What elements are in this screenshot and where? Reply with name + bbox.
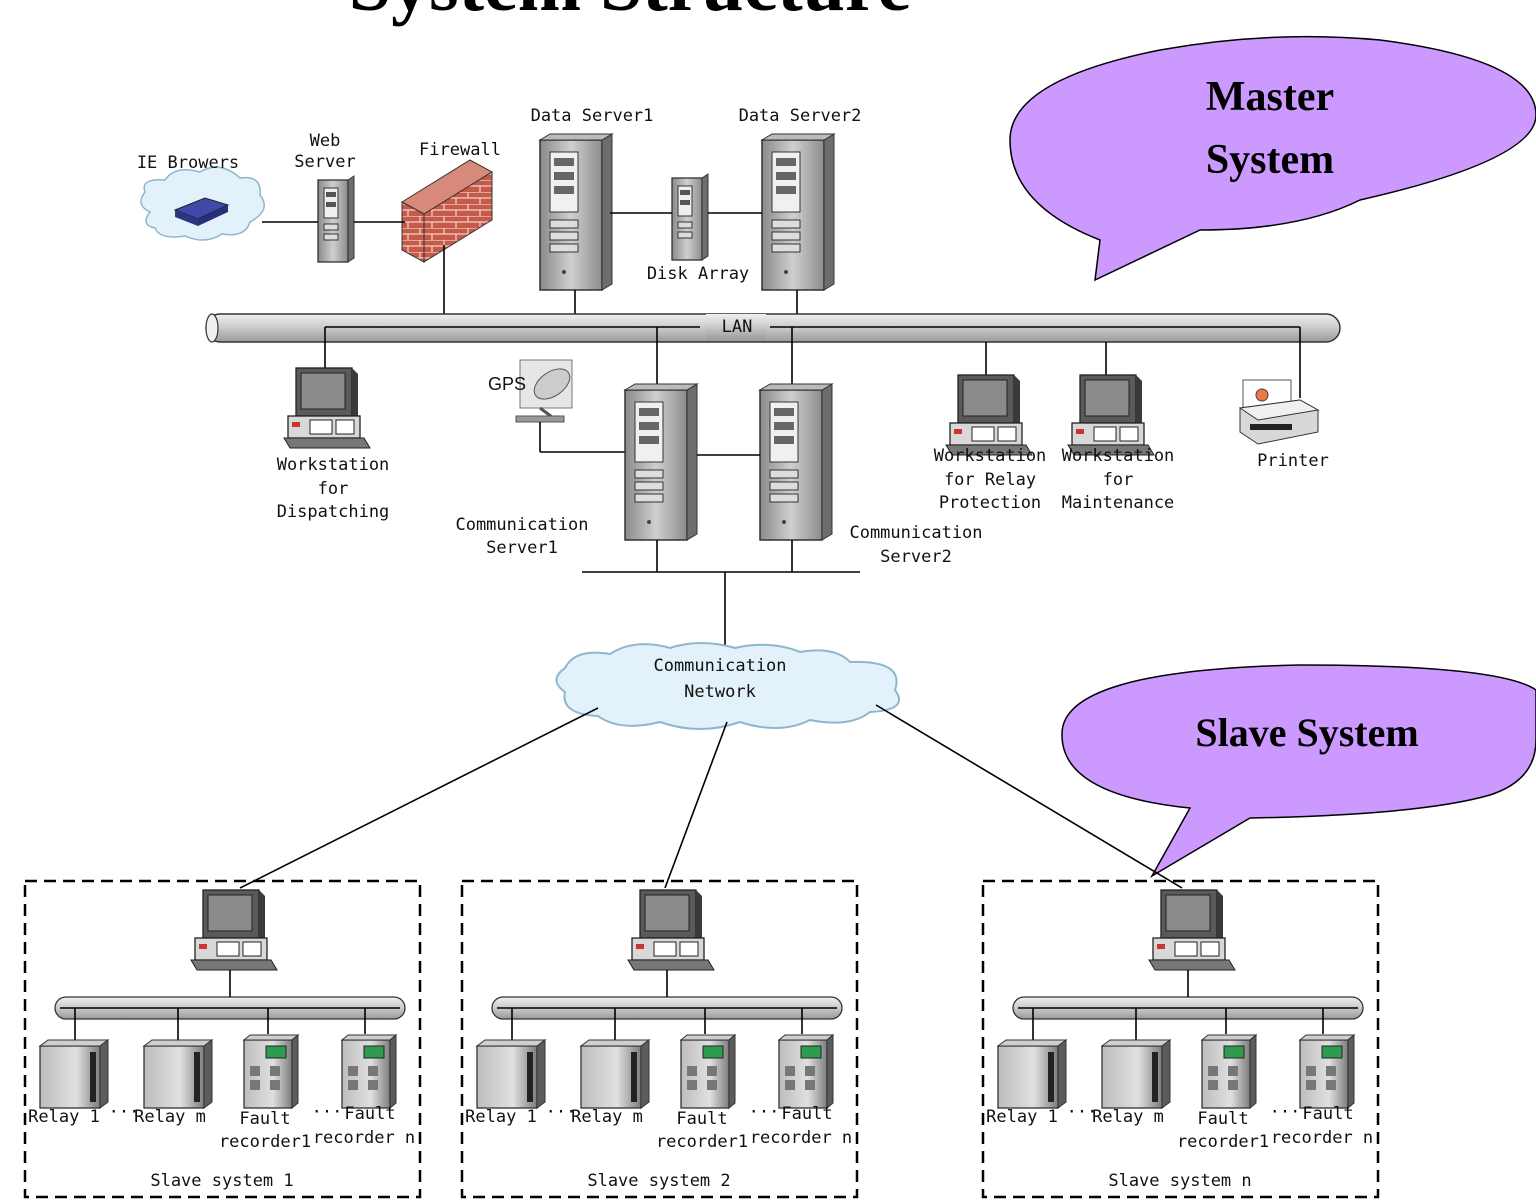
page-title: System Structure xyxy=(349,0,911,27)
firewall-label: Firewall xyxy=(419,140,501,160)
data-server2-label: Data Server2 xyxy=(739,106,862,126)
data-server1-icon xyxy=(539,133,613,291)
comm-lower-bus xyxy=(582,540,860,660)
master-callout-line2: System xyxy=(1206,137,1334,183)
communication-network-cloud xyxy=(555,642,901,730)
slaven-faultn-b: recorder n xyxy=(1271,1128,1373,1148)
master-callout-line1: Master xyxy=(1206,74,1334,120)
ws-relay-line1: Workstation xyxy=(934,446,1047,466)
slaven-name: Slave system n xyxy=(1108,1171,1251,1191)
slave2-fault1-a: Fault xyxy=(676,1109,727,1129)
slave1-ellipsis-b: ··· xyxy=(312,1102,343,1122)
master-system-callout: Master System xyxy=(1009,35,1536,282)
slave2-relay1: Relay 1 xyxy=(465,1107,537,1127)
web-server-label-2: Server xyxy=(294,152,355,172)
slaven-fault1-b: recorder1 xyxy=(1177,1132,1269,1152)
workstation-maintenance-icon xyxy=(1067,374,1155,456)
ie-browsers-label: IE Browers xyxy=(137,153,239,173)
comm-network-line1: Communication xyxy=(653,656,786,676)
ws-relay-line2: for Relay xyxy=(944,470,1036,490)
comm-server1-line1: Communication xyxy=(455,515,588,535)
workstation-dispatching-icon xyxy=(283,367,371,449)
comm-server2-icon xyxy=(759,383,833,541)
slave1-ellipsis-a: ··· xyxy=(109,1102,140,1122)
ws-relay-line3: Protection xyxy=(939,493,1041,513)
slave1-faultn-a: Fault xyxy=(344,1104,395,1124)
comm-server2-line2: Server2 xyxy=(880,547,952,567)
firewall-icon xyxy=(401,159,493,263)
ws-dispatch-line1: Workstation xyxy=(277,455,390,475)
gps-icon xyxy=(515,359,573,423)
data-server2-icon xyxy=(761,133,835,291)
slave2-ellipsis-a: ··· xyxy=(546,1102,577,1122)
lan-label: LAN xyxy=(722,317,753,337)
ie-browsers-cloud xyxy=(140,166,265,241)
printer-icon xyxy=(1238,379,1320,445)
slaven-ellipsis-b: ··· xyxy=(1270,1102,1301,1122)
slave1-faultn-b: recorder n xyxy=(313,1128,415,1148)
ws-maint-line1: Workstation xyxy=(1062,446,1175,466)
slave2-ellipsis-b: ··· xyxy=(749,1102,780,1122)
network-slave-links xyxy=(239,704,1183,889)
comm-server1-icon xyxy=(624,383,698,541)
slave2-fault1-b: recorder1 xyxy=(656,1132,748,1152)
slave-system-n: Relay 1 ··· Relay m Fault recorder1 ··· … xyxy=(981,879,1380,1199)
slave1-name: Slave system 1 xyxy=(150,1171,293,1191)
slave2-relaym: Relay m xyxy=(571,1107,643,1127)
web-server-label-1: Web xyxy=(310,131,341,151)
slave-callout-text: Slave System xyxy=(1195,710,1418,755)
slave2-faultn-a: Fault xyxy=(781,1104,832,1124)
ws-dispatch-line3: Dispatching xyxy=(277,502,390,522)
slave-system-1: Relay 1 ··· Relay m Fault recorder1 ··· … xyxy=(23,879,422,1199)
comm-network-line2: Network xyxy=(684,682,756,702)
lan-bus xyxy=(205,313,1341,343)
workstation-relay-icon xyxy=(945,374,1033,456)
slave1-relaym: Relay m xyxy=(134,1107,206,1127)
ws-maint-line2: for xyxy=(1103,470,1134,490)
slaven-relaym: Relay m xyxy=(1092,1107,1164,1127)
comm-server2-line1: Communication xyxy=(849,523,982,543)
slave-system-callout: Slave System xyxy=(1061,664,1536,879)
slave1-fault1-a: Fault xyxy=(239,1109,290,1129)
slave1-fault1-b: recorder1 xyxy=(219,1132,311,1152)
printer-label: Printer xyxy=(1257,451,1329,471)
ws-maint-line3: Maintenance xyxy=(1062,493,1175,513)
slave2-name: Slave system 2 xyxy=(587,1171,730,1191)
ws-dispatch-line2: for xyxy=(318,479,349,499)
slave1-relay1: Relay 1 xyxy=(28,1107,100,1127)
comm-server1-line2: Server1 xyxy=(486,538,558,558)
disk-array-icon xyxy=(671,173,709,261)
slaven-ellipsis-a: ··· xyxy=(1067,1102,1098,1122)
disk-array-label: Disk Array xyxy=(647,264,749,284)
slave-system-2: Relay 1 ··· Relay m Fault recorder1 ··· … xyxy=(460,879,859,1199)
slaven-relay1: Relay 1 xyxy=(986,1107,1058,1127)
lan-drops xyxy=(324,327,1301,398)
gps-label: GPS xyxy=(488,374,526,394)
slaven-fault1-a: Fault xyxy=(1197,1109,1248,1129)
data-server1-label: Data Server1 xyxy=(531,106,654,126)
slave2-faultn-b: recorder n xyxy=(750,1128,852,1148)
web-server-icon xyxy=(317,175,355,263)
slaven-faultn-a: Fault xyxy=(1302,1104,1353,1124)
